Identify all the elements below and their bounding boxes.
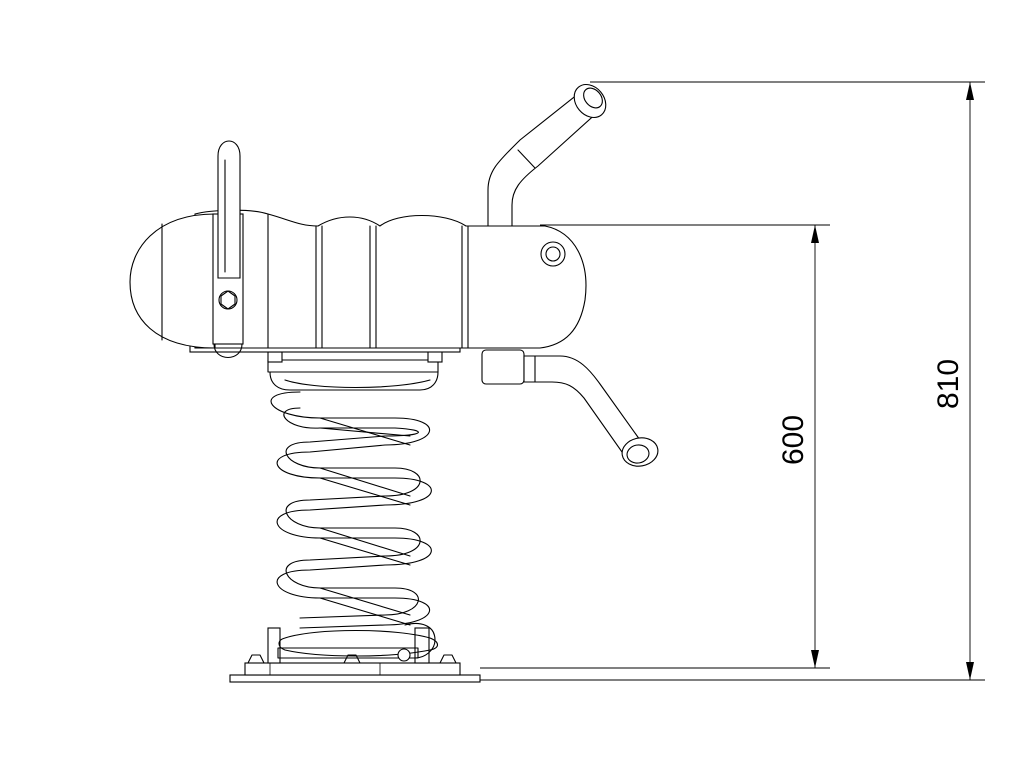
upper-spring-mount (267, 345, 443, 391)
top-handlebar (487, 83, 607, 227)
lower-spring-mount (267, 622, 439, 664)
rear-handle (212, 140, 244, 359)
caterpillar-body (129, 209, 587, 353)
overall-height-dimension: 810 (480, 81, 985, 681)
base-plate (229, 654, 481, 683)
bottom-handlebar (481, 349, 659, 467)
seat-height-dimension: 600 (480, 224, 830, 669)
seat-height-label: 600 (777, 415, 810, 465)
overall-height-label: 810 (932, 359, 965, 409)
coil-spring (270, 391, 432, 629)
